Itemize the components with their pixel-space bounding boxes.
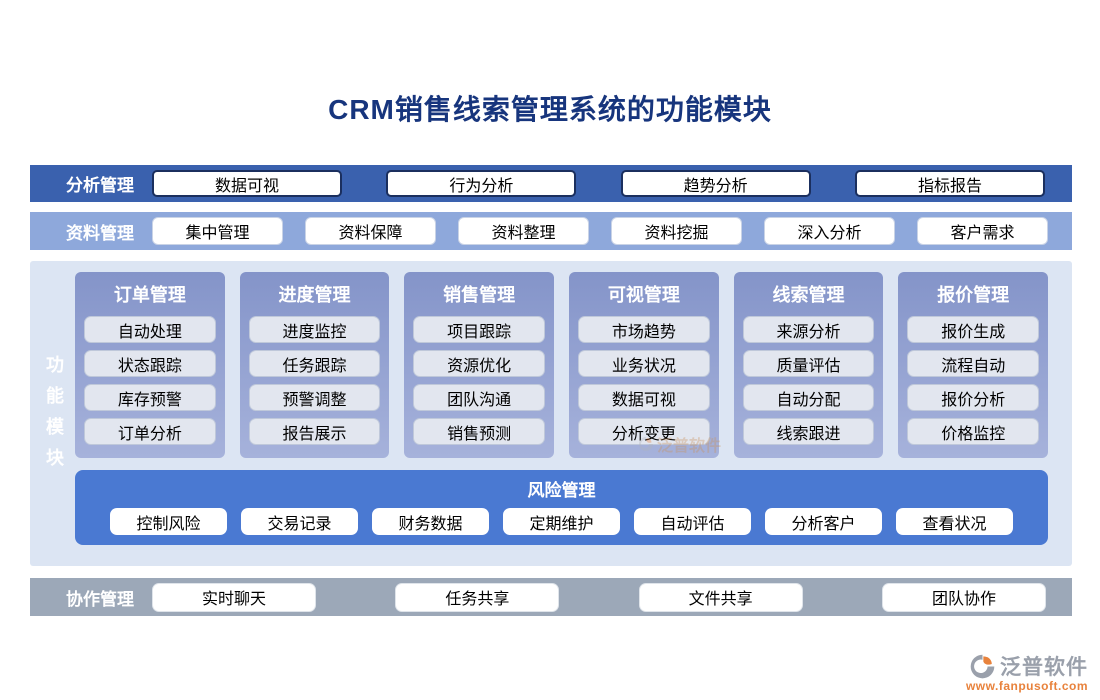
band-collaboration-management: 协作管理 实时聊天 任务共享 文件共享 团队协作 xyxy=(30,578,1072,616)
module-card-header: 可视管理 xyxy=(607,285,680,305)
brand-url: www.fanpusoft.com xyxy=(965,679,1088,693)
risk-button-auto-evaluation[interactable]: 自动评估 xyxy=(634,508,751,535)
module-card-visual-management: 可视管理 市场趋势 业务状况 数据可视 分析变更 xyxy=(569,272,719,458)
module-item[interactable]: 线索跟进 xyxy=(742,418,875,445)
risk-button-control-risk[interactable]: 控制风险 xyxy=(110,508,227,535)
function-modules-panel: 功能模块 订单管理 自动处理 状态跟踪 库存预警 订单分析 进度管理 进度监控 … xyxy=(30,261,1072,566)
band-analysis-management: 分析管理 数据可视 行为分析 趋势分析 指标报告 xyxy=(30,165,1072,202)
module-columns: 订单管理 自动处理 状态跟踪 库存预警 订单分析 进度管理 进度监控 任务跟踪 … xyxy=(75,272,1049,458)
module-item[interactable]: 业务状况 xyxy=(578,350,710,377)
module-card-progress-management: 进度管理 进度监控 任务跟踪 预警调整 报告展示 xyxy=(239,272,390,458)
band-collaboration-buttons: 实时聊天 任务共享 文件共享 团队协作 xyxy=(152,582,1072,612)
module-item[interactable]: 报价生成 xyxy=(907,316,1040,343)
analysis-button-indicator-report[interactable]: 指标报告 xyxy=(854,170,1045,197)
page-title: CRM销售线索管理系统的功能模块 xyxy=(328,94,772,125)
band-data-label: 资料管理 xyxy=(66,223,134,243)
data-button-data-protection[interactable]: 资料保障 xyxy=(305,217,436,245)
data-button-data-mining[interactable]: 资料挖掘 xyxy=(611,217,742,245)
module-card-header: 销售管理 xyxy=(443,285,516,305)
band-data-buttons: 集中管理 资料保障 资料整理 资料挖掘 深入分析 客户需求 xyxy=(152,217,1072,245)
module-card-order-management: 订单管理 自动处理 状态跟踪 库存预警 订单分析 xyxy=(75,272,225,458)
analysis-button-trend-analysis[interactable]: 趋势分析 xyxy=(620,170,811,197)
module-card-header: 订单管理 xyxy=(113,285,186,305)
module-item[interactable]: 进度监控 xyxy=(248,316,381,343)
module-item[interactable]: 团队沟通 xyxy=(413,384,546,411)
module-item[interactable]: 项目跟踪 xyxy=(413,316,546,343)
module-card-header: 进度管理 xyxy=(278,285,351,305)
collab-button-team-collaboration[interactable]: 团队协作 xyxy=(881,582,1046,612)
risk-button-view-status[interactable]: 查看状况 xyxy=(896,508,1013,535)
risk-management-panel: 风险管理 控制风险 交易记录 财务数据 定期维护 自动评估 分析客户 查看状况 xyxy=(75,470,1048,545)
module-item[interactable]: 资源优化 xyxy=(413,350,546,377)
module-card-header: 线索管理 xyxy=(772,285,845,305)
module-item[interactable]: 报告展示 xyxy=(248,418,381,445)
data-button-customer-needs[interactable]: 客户需求 xyxy=(917,217,1048,245)
module-item[interactable]: 销售预测 xyxy=(413,418,546,445)
module-card-quote-management: 报价管理 报价生成 流程自动 报价分析 价格监控 xyxy=(898,272,1049,458)
module-card-header: 报价管理 xyxy=(937,285,1010,305)
module-item[interactable]: 订单分析 xyxy=(84,418,216,445)
module-item[interactable]: 数据可视 xyxy=(578,384,710,411)
collab-button-file-sharing[interactable]: 文件共享 xyxy=(638,582,803,612)
module-card-lead-management: 线索管理 来源分析 质量评估 自动分配 线索跟进 xyxy=(733,272,884,458)
collab-button-realtime-chat[interactable]: 实时聊天 xyxy=(152,582,316,612)
module-item[interactable]: 市场趋势 xyxy=(578,316,710,343)
module-item[interactable]: 自动分配 xyxy=(742,384,875,411)
module-item[interactable]: 分析变更 xyxy=(578,418,710,445)
module-item[interactable]: 自动处理 xyxy=(84,316,216,343)
module-item[interactable]: 价格监控 xyxy=(907,418,1040,445)
band-analysis-buttons: 数据可视 行为分析 趋势分析 指标报告 xyxy=(152,170,1072,197)
risk-button-financial-data[interactable]: 财务数据 xyxy=(372,508,489,535)
function-modules-side-label: 功能模块 xyxy=(44,355,64,479)
brand-footer: 泛普软件 www.fanpusoft.com xyxy=(966,651,1088,693)
module-item[interactable]: 库存预警 xyxy=(84,384,216,411)
band-data-management: 资料管理 集中管理 资料保障 资料整理 资料挖掘 深入分析 客户需求 xyxy=(30,212,1072,250)
risk-button-transaction-records[interactable]: 交易记录 xyxy=(241,508,358,535)
module-item[interactable]: 质量评估 xyxy=(742,350,875,377)
risk-button-regular-maintenance[interactable]: 定期维护 xyxy=(503,508,620,535)
risk-management-header: 风险管理 xyxy=(527,481,596,500)
module-item[interactable]: 来源分析 xyxy=(742,316,875,343)
band-analysis-label: 分析管理 xyxy=(66,176,134,195)
collab-button-task-sharing[interactable]: 任务共享 xyxy=(395,582,560,612)
risk-buttons: 控制风险 交易记录 财务数据 定期维护 自动评估 分析客户 查看状况 xyxy=(75,508,1048,535)
module-item[interactable]: 任务跟踪 xyxy=(248,350,381,377)
band-collaboration-label: 协作管理 xyxy=(66,589,134,609)
data-button-data-organizing[interactable]: 资料整理 xyxy=(458,217,589,245)
data-button-deep-analysis[interactable]: 深入分析 xyxy=(764,217,895,245)
module-item[interactable]: 流程自动 xyxy=(907,350,1040,377)
brand-name: 泛普软件 xyxy=(1000,656,1088,679)
data-button-central-management[interactable]: 集中管理 xyxy=(152,217,283,245)
risk-button-customer-analysis[interactable]: 分析客户 xyxy=(765,508,882,535)
module-item[interactable]: 报价分析 xyxy=(907,384,1040,411)
analysis-button-data-visualization[interactable]: 数据可视 xyxy=(152,170,342,197)
module-card-sales-management: 销售管理 项目跟踪 资源优化 团队沟通 销售预测 xyxy=(404,272,555,458)
fanpu-logo-icon xyxy=(970,654,995,678)
module-item[interactable]: 状态跟踪 xyxy=(84,350,216,377)
analysis-button-behavior-analysis[interactable]: 行为分析 xyxy=(386,170,577,197)
module-item[interactable]: 预警调整 xyxy=(248,384,381,411)
